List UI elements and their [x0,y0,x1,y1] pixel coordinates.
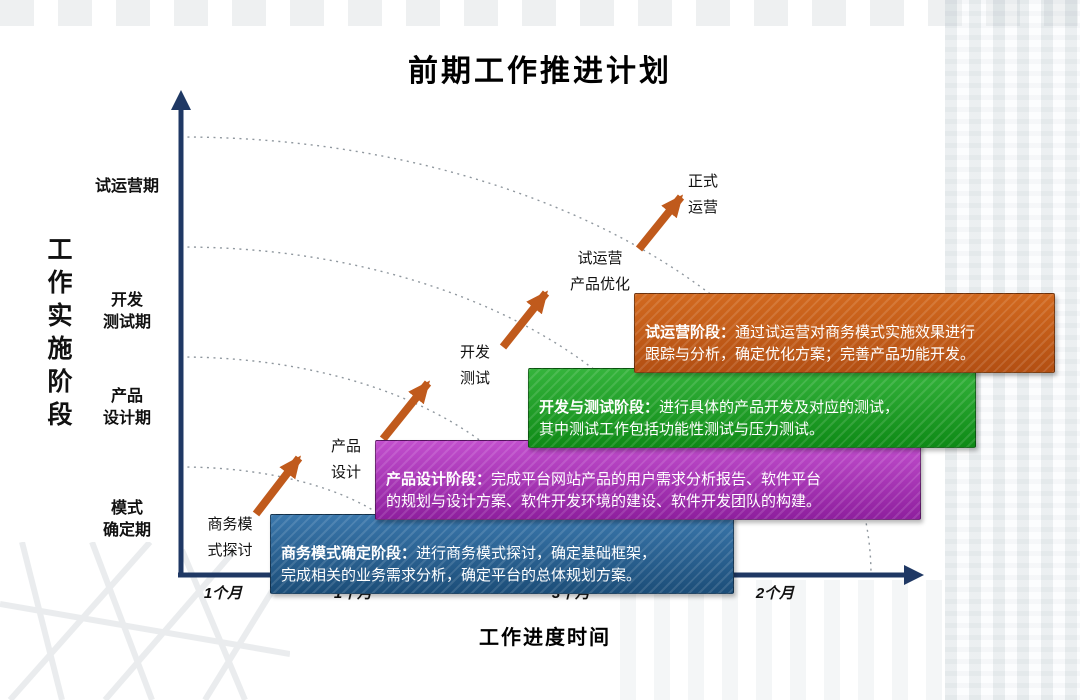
dotted-arcs [180,136,872,576]
slide-title: 前期工作推进计划 [408,55,672,88]
x-tick-1: 1个月 [203,585,243,602]
stage-label-trial-period: 试运营期 [94,178,159,195]
phase-box-dev-test-body: 进行具体的产品开发及对应的测试， 其中测试工作包括功能性测试与压力测试。 [539,398,900,439]
stage-label-design-period: 产品 设计期 [102,388,151,428]
stage-label-mode-period: 模式 确定期 [102,500,151,540]
x-tick-4: 2个月 [755,585,795,602]
progress-arrow-2 [379,380,432,442]
phase-box-business-model-heading: 商务模式确定阶段： [281,544,417,562]
milestone-trial-operation: 试运营 产品优化 [569,250,630,294]
phase-box-business-model: 商务模式确定阶段：进行商务模式探讨，确定基础框架， 完成相关的业务需求分析，确定… [270,514,734,594]
progress-arrow-4 [635,194,685,252]
phase-box-product-design: 产品设计阶段：完成平台网站产品的用户需求分析报告、软件平台 的规划与设计方案、软… [375,440,921,520]
y-axis-title: 工作实施阶段 [44,236,72,434]
x-tick-3: 3个月 [551,585,591,602]
phase-box-business-model-body: 进行商务模式探讨，确定基础框架， 完成相关的业务需求分析，确定平台的总体规划方案… [281,544,657,585]
x-axis-title: 工作进度时间 [479,627,611,649]
phase-box-product-design-heading: 产品设计阶段： [386,470,492,488]
progress-arrow-3 [499,290,550,350]
milestone-business-model: 商务模 式探讨 [207,516,253,560]
phase-box-dev-test: 开发与测试阶段：进行具体的产品开发及对应的测试， 其中测试工作包括功能性测试与压… [528,368,976,448]
phase-box-dev-test-heading: 开发与测试阶段： [539,398,660,416]
milestone-product-design: 产品 设计 [330,438,361,482]
milestone-formal-operation: 正式 运营 [687,173,718,217]
milestone-dev-test: 开发 测试 [459,344,490,388]
phase-box-trial-operation-body: 通过试运营对商务模式实施效果进行 跟踪与分析，确定优化方案；完善产品功能开发。 [645,323,976,364]
x-axis-arrowhead [904,565,924,585]
phase-box-product-design-body: 完成平台网站产品的用户需求分析报告、软件平台 的规划与设计方案、软件开发环境的建… [386,470,822,511]
phase-box-trial-operation: 试运营阶段：通过试运营对商务模式实施效果进行 跟踪与分析，确定优化方案；完善产品… [634,293,1055,373]
progress-arrows [252,194,685,517]
x-tick-2: 1个月 [333,585,373,602]
stage-label-dev-test-period: 开发 测试期 [102,292,151,332]
phase-box-trial-operation-heading: 试运营阶段： [645,323,736,341]
progress-arrow-1 [252,455,303,517]
y-axis-arrowhead [171,90,191,110]
arc-3 [180,246,712,576]
